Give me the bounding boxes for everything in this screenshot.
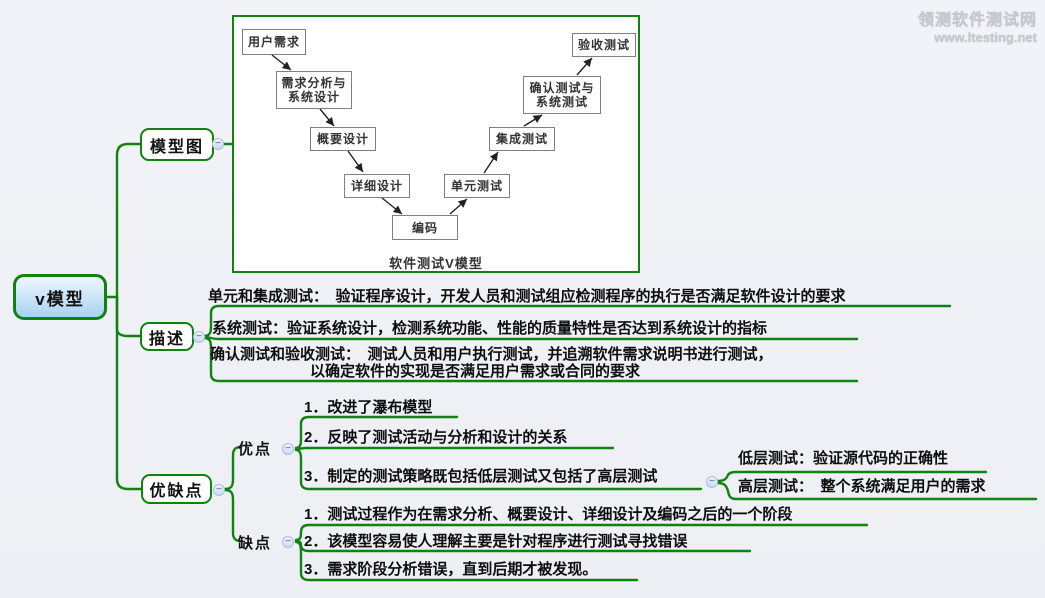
flow-box-acceptance-test: 验收测试 xyxy=(572,33,636,57)
vmodel-flowchart-image: 用户需求 需求分析与 系统设计 概要设计 详细设计 编码 单元测试 集成测试 确… xyxy=(232,15,640,273)
collapse-icon-pros-cons[interactable]: − xyxy=(213,484,225,496)
branch-node-pros-cons[interactable]: 优缺点 xyxy=(141,474,212,504)
description-item-unit-integration[interactable]: 单元和集成测试： 验证程序设计，开发人员和测试组应检测程序的执行是否满足软件设计… xyxy=(208,288,846,305)
pros-item-3[interactable]: 3．制定的测试策略既包括低层测试又包括了高层测试 xyxy=(304,468,658,485)
pros-item-1[interactable]: 1．改进了瀑布模型 xyxy=(304,399,433,416)
description-item-system-test[interactable]: 系统测试：验证系统设计，检测系统功能、性能的质量特性是否达到系统设计的指标 xyxy=(212,320,768,337)
flow-box-user-requirements: 用户需求 xyxy=(242,29,306,55)
branch-node-description[interactable]: 描述 xyxy=(140,322,194,351)
pros-item-2[interactable]: 2．反映了测试活动与分析和设计的关系 xyxy=(304,429,568,446)
flow-box-requirement-analysis: 需求分析与 系统设计 xyxy=(276,71,352,109)
watermark-site-url: www.ltesting.net xyxy=(934,30,1037,45)
flow-box-integration-test: 集成测试 xyxy=(489,127,555,151)
root-node-vmodel[interactable]: v模型 xyxy=(13,274,107,320)
flow-box-detailed-design: 详细设计 xyxy=(344,174,410,198)
flow-box-outline-design: 概要设计 xyxy=(310,127,376,151)
collapse-icon-pros[interactable]: − xyxy=(282,443,294,455)
cons-item-2[interactable]: 2．该模型容易使人理解主要是针对程序进行测试寻找错误 xyxy=(304,533,688,550)
flow-box-confirm-system-test: 确认测试与 系统测试 xyxy=(523,76,601,114)
collapse-icon-cons[interactable]: − xyxy=(282,536,294,548)
low-level-test-item[interactable]: 低层测试：验证源代码的正确性 xyxy=(738,450,949,467)
pros-label[interactable]: 优点 xyxy=(238,441,273,458)
watermark-site-name: 领测软件测试网 xyxy=(917,12,1037,29)
flowchart-caption: 软件测试V模型 xyxy=(389,256,483,271)
high-level-test-item[interactable]: 高层测试： 整个系统满足用户的需求 xyxy=(738,478,986,495)
collapse-icon-description[interactable]: − xyxy=(193,331,205,343)
cons-item-1[interactable]: 1．测试过程作为在需求分析、概要设计、详细设计及编码之后的一个阶段 xyxy=(304,506,793,523)
cons-item-3[interactable]: 3．需求阶段分析错误，直到后期才被发现。 xyxy=(304,561,598,578)
site-watermark: 领测软件测试网 www.ltesting.net xyxy=(918,6,1037,45)
flow-box-unit-test: 单元测试 xyxy=(444,174,510,198)
collapse-icon-pros-item-3[interactable]: − xyxy=(706,476,718,488)
description-item-confirm-acceptance-line1[interactable]: 确认测试和验收测试： 测试人员和用户执行测试，并追溯软件需求说明书进行测试， xyxy=(210,346,773,363)
flow-box-coding: 编码 xyxy=(392,215,458,240)
branch-node-model-diagram[interactable]: 模型图 xyxy=(140,128,214,161)
collapse-icon-model-diagram[interactable]: − xyxy=(212,138,224,150)
cons-label[interactable]: 缺点 xyxy=(238,535,273,552)
description-item-confirm-acceptance-line2[interactable]: 以确定软件的实现是否满足用户需求或合同的要求 xyxy=(310,363,641,380)
